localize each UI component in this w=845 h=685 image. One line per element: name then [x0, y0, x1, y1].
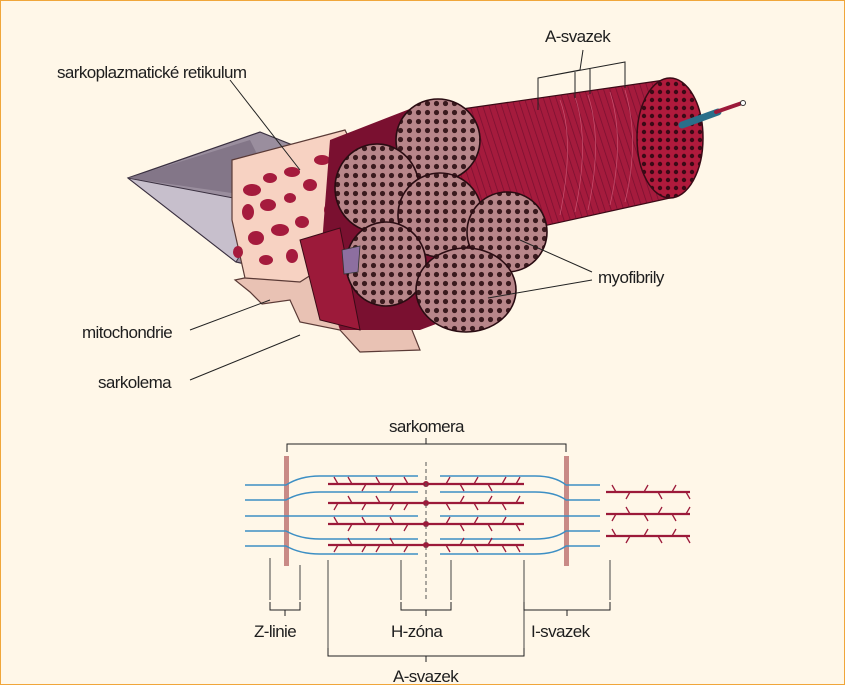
z-line-right: [564, 456, 569, 566]
label-sarcomere: sarkomera: [389, 417, 465, 436]
label-sarcoplasmic-reticulum: sarkoplazmatické retikulum: [57, 63, 247, 82]
z-line-left: [284, 456, 289, 566]
label-h-zone: H-zóna: [391, 622, 443, 641]
sarcomere-bracket: [287, 438, 566, 452]
label-myofibrils: myofibrily: [598, 268, 665, 287]
label-a-band-bottom: A-svazek: [393, 667, 459, 685]
label-a-band-top: A-svazek: [545, 27, 611, 46]
label-i-band: I-svazek: [531, 622, 591, 641]
muscle-fiber-illustration: sarkoplazmatické retikulum A-svazek myof…: [57, 27, 746, 392]
fiber-cross-section: [637, 78, 703, 198]
actin-filaments: [245, 476, 600, 554]
sarcomere-diagram: sarkomera: [245, 417, 690, 685]
myosin-filaments: [328, 484, 690, 545]
label-z-line: Z-linie: [254, 622, 296, 641]
label-sarcolemma: sarkolema: [98, 373, 172, 392]
label-mitochondria: mitochondrie: [82, 323, 172, 342]
